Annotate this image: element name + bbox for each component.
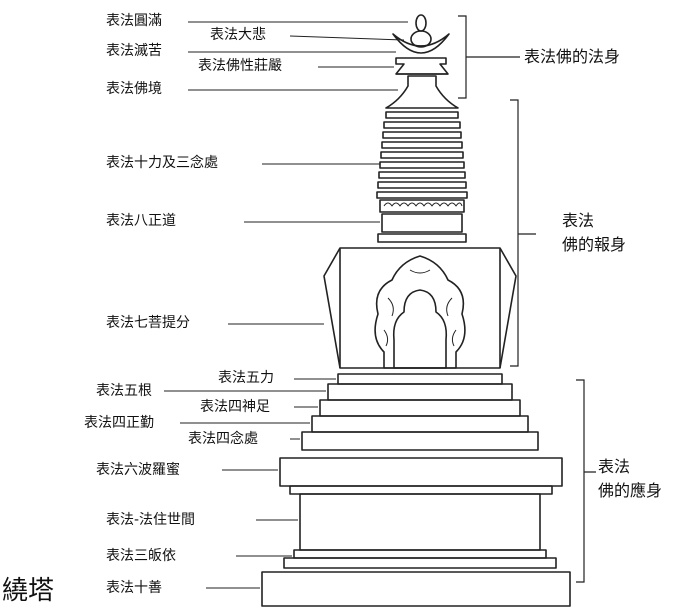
spire-rings	[376, 111, 468, 199]
bracket-sambhogakaya	[510, 99, 536, 367]
label-wuli: 表法五力	[218, 370, 274, 386]
group-label-dharmakaya: 表法佛的法身	[524, 47, 621, 66]
finial-jewel	[415, 14, 427, 32]
group-label-nirmanakaya-line2: 佛的應身	[598, 481, 663, 500]
corner-text: 繞塔	[2, 576, 55, 606]
spire-top	[385, 75, 459, 109]
finial-orb	[410, 30, 432, 48]
label-sanguiyi: 表法三皈依	[106, 548, 176, 564]
lotus-band	[379, 199, 465, 213]
group-brackets	[458, 15, 596, 583]
group-label-sambhogakaya-line1: 表法	[562, 211, 595, 230]
bracket-dharmakaya	[458, 15, 520, 99]
neck	[381, 213, 463, 233]
stupa-body	[323, 247, 517, 369]
canopy	[395, 57, 449, 75]
leader-lines	[164, 21, 408, 589]
moon-crescent	[392, 33, 450, 54]
label-sishenzu: 表法四神足	[200, 399, 270, 415]
label-shili-sannianchu: 表法十力及三念處	[106, 155, 218, 171]
bracket-nirmanakaya	[576, 379, 596, 583]
label-mieku: 表法滅苦	[106, 43, 162, 59]
label-fazhushijian: 表法-法住世間	[106, 512, 196, 528]
label-shishan: 表法十善	[106, 580, 162, 596]
label-qiputifen: 表法七菩提分	[106, 315, 190, 331]
label-dabei: 表法大悲	[210, 27, 266, 43]
label-sinianchu: 表法四念處	[188, 431, 258, 447]
label-fojing: 表法佛境	[106, 81, 162, 97]
group-label-sambhogakaya-line2: 佛的報身	[562, 235, 627, 254]
label-sizhengqin: 表法四正勤	[84, 415, 154, 431]
group-label-nirmanakaya-line1: 表法	[598, 457, 631, 476]
label-liuboluomi: 表法六波羅蜜	[96, 462, 180, 478]
label-foxing-zhuangyan: 表法佛性莊嚴	[198, 58, 282, 74]
base-steps	[261, 373, 571, 607]
label-bazhengdao: 表法八正道	[106, 213, 176, 229]
label-wugen: 表法五根	[96, 383, 152, 399]
label-yuanman: 表法圓滿	[106, 13, 162, 29]
niche	[392, 289, 448, 369]
